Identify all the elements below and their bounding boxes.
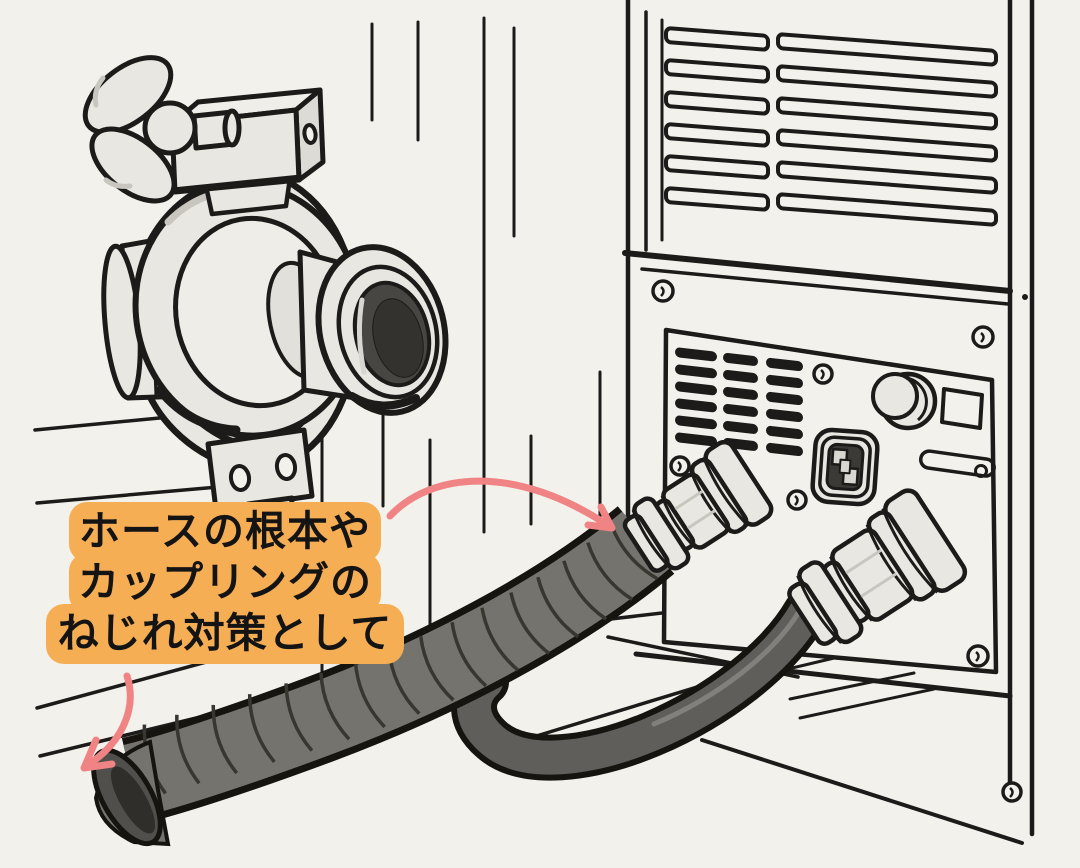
smooth-hose [451, 589, 829, 781]
round-knob [871, 371, 938, 431]
ferrule-flange [297, 244, 449, 416]
screw-icon [966, 644, 990, 668]
hose-coupling-left [622, 439, 774, 573]
screw-icon [669, 455, 691, 477]
wing-nut [82, 55, 242, 204]
arrow-curve [386, 477, 616, 532]
screw-icon [651, 279, 675, 303]
arrow-head-icon [80, 736, 116, 772]
panel-screws [651, 279, 1023, 803]
screw-icon [786, 489, 808, 511]
screw-icon [812, 363, 834, 385]
label-slot [918, 449, 996, 478]
screw-icon [971, 325, 995, 349]
arrow-curve [82, 672, 134, 770]
arrow-to-hose-end [80, 672, 134, 772]
clamp-coupling [82, 55, 449, 541]
arrow-head-icon [584, 503, 616, 532]
square-cutout [940, 387, 984, 430]
top-vent-grille [664, 26, 998, 227]
trunnion-block [169, 87, 326, 217]
wall-panel-lines [320, 16, 602, 702]
arrow-to-hose-root [386, 477, 616, 532]
hose-open-end [91, 739, 171, 847]
screw-icon [1001, 781, 1023, 803]
corrugated-hose [91, 506, 675, 847]
power-connector-socket [810, 427, 880, 507]
machine-body-edges [622, 0, 1035, 837]
hose-coupling-right [787, 488, 968, 646]
small-vent-grille [675, 347, 803, 457]
